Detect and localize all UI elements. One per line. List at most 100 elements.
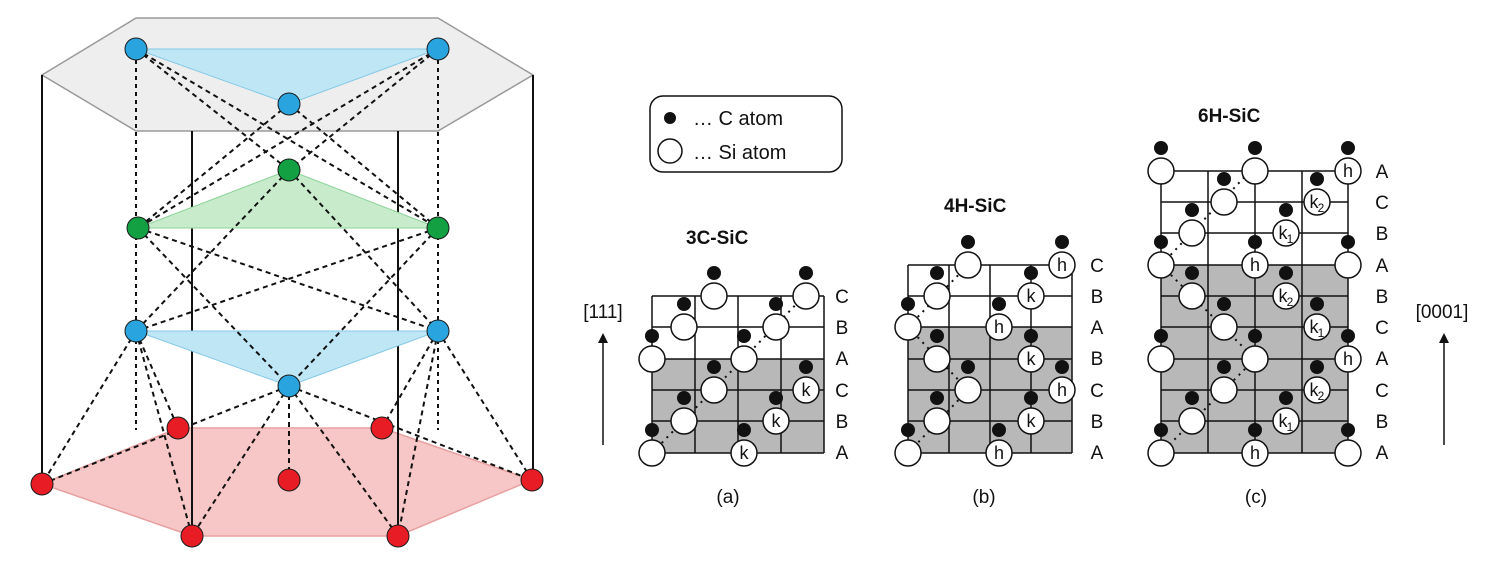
c-atom	[961, 235, 975, 249]
si-atom	[985, 313, 1013, 341]
site-label: k	[1027, 411, 1037, 431]
site-label: k	[1027, 349, 1037, 369]
si-atoms	[638, 282, 820, 467]
c-atom	[1217, 360, 1231, 374]
si-atom	[1017, 407, 1045, 435]
site-label: h	[1250, 255, 1260, 275]
hexagonal-prism-diagram	[30, 17, 544, 548]
c-atom	[1154, 141, 1168, 155]
si-atom	[762, 313, 790, 341]
c-atom	[1310, 360, 1324, 374]
c-atom	[1310, 172, 1324, 186]
blue-atoms	[124, 37, 450, 398]
c-atom	[930, 391, 944, 405]
si-atom	[730, 439, 758, 467]
c-atom	[930, 329, 944, 343]
layer-letter: A	[1376, 256, 1389, 277]
c-atom	[1341, 141, 1355, 155]
c-atom	[1341, 329, 1355, 343]
si-atom	[1178, 407, 1206, 435]
layer-letter: B	[1091, 412, 1104, 433]
c-atom	[1154, 235, 1168, 249]
green-atom	[426, 216, 450, 240]
layer-letter: A	[836, 349, 849, 370]
si-atom	[1210, 376, 1238, 404]
si-atom	[730, 345, 758, 373]
si-atom	[1241, 439, 1269, 467]
blue-atom	[277, 92, 301, 116]
direction-0001: [0001]	[1416, 302, 1468, 445]
c-atom	[961, 360, 975, 374]
site-label-subscript: 2	[1287, 295, 1294, 309]
c-atom	[1341, 423, 1355, 437]
site-labels: h k 2 k 1 h k 2 k 1 h k 2 k 1 h	[1250, 161, 1353, 463]
layer-letter: C	[835, 381, 849, 402]
site-label: k	[740, 443, 750, 463]
si-atom	[954, 376, 982, 404]
c-atom	[901, 423, 915, 437]
c-atom	[1341, 235, 1355, 249]
c-atom	[769, 297, 783, 311]
c-atom	[1154, 329, 1168, 343]
site-label: h	[994, 317, 1004, 337]
direction-111: [111]	[583, 302, 623, 445]
si-atom	[700, 282, 728, 310]
si-atom	[670, 313, 698, 341]
site-label: k	[1310, 380, 1320, 400]
c-atom	[1055, 235, 1069, 249]
si-atom-legend-label: … Si atom	[693, 142, 786, 164]
si-atoms	[894, 251, 1076, 467]
panel-caption: (b)	[972, 487, 995, 508]
site-label: k	[772, 411, 782, 431]
si-atom	[762, 407, 790, 435]
c-atom	[1248, 235, 1262, 249]
site-label: k	[1027, 286, 1037, 306]
c-atom	[799, 360, 813, 374]
layer-letter: A	[836, 443, 849, 464]
c-atom	[1185, 391, 1199, 405]
c-atom	[1248, 423, 1262, 437]
c-atom	[1279, 266, 1293, 280]
si-atom	[1241, 345, 1269, 373]
blue-atom	[426, 319, 450, 343]
site-label: h	[994, 443, 1004, 463]
si-atom	[1017, 282, 1045, 310]
c-atom	[1217, 172, 1231, 186]
c-atom	[707, 360, 721, 374]
si-atom	[700, 376, 728, 404]
site-label: k	[1279, 286, 1289, 306]
layer-letter: C	[1375, 381, 1389, 402]
c-atom	[737, 423, 751, 437]
si-atom	[670, 407, 698, 435]
green-atom	[277, 158, 301, 182]
red-atoms	[30, 416, 544, 548]
legend-box	[649, 95, 843, 173]
legend: … C atom … Si atom	[649, 95, 843, 173]
site-label-subscript: 2	[1318, 201, 1325, 215]
si-atom	[1048, 376, 1076, 404]
si-atom	[1334, 157, 1362, 185]
si-atom	[638, 439, 666, 467]
layer-letter: B	[1091, 349, 1104, 370]
c-atom	[677, 391, 691, 405]
c-atom	[1248, 329, 1262, 343]
site-labels: k k k	[740, 380, 812, 463]
c-atom	[1279, 203, 1293, 217]
c-atom	[769, 391, 783, 405]
si-atom	[1303, 188, 1331, 216]
layer-letter: C	[1375, 318, 1389, 339]
layer-letter: C	[1375, 193, 1389, 214]
si-atom	[1241, 157, 1269, 185]
layer-letter: A	[1376, 443, 1389, 464]
si-atom	[1048, 251, 1076, 279]
blue-triangle-top	[135, 48, 439, 105]
layer-letters: C B A C B A	[835, 287, 849, 464]
diagonal-dotted	[1160, 165, 1256, 454]
red-atom	[277, 468, 301, 492]
c-atom-legend-label: … C atom	[693, 108, 783, 130]
site-label-subscript: 2	[1318, 389, 1325, 403]
site-label: h	[1250, 443, 1260, 463]
c-atom	[1310, 297, 1324, 311]
green-atom	[126, 216, 150, 240]
